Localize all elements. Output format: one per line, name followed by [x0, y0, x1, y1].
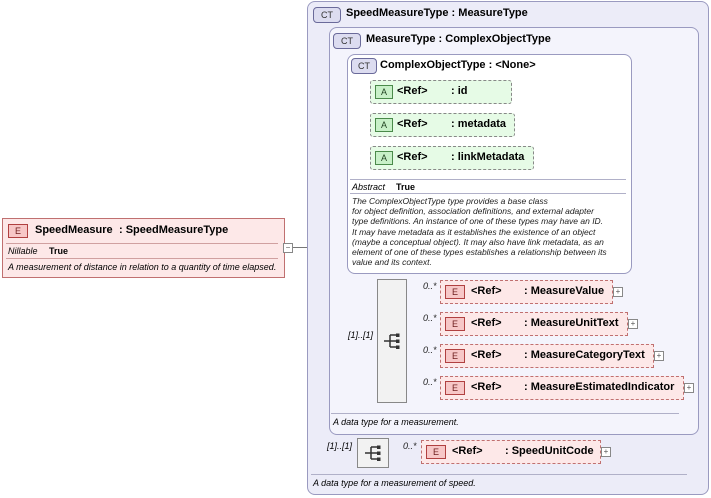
expand-toggle[interactable]: + — [613, 287, 623, 297]
attribute-badge: A — [375, 118, 393, 132]
element-name: : SpeedUnitCode — [505, 445, 594, 457]
root-element-name: SpeedMeasure — [35, 224, 113, 236]
element-cardinality: 0..* — [423, 345, 437, 355]
expand-toggle[interactable]: + — [628, 319, 638, 329]
attribute-badge: A — [375, 85, 393, 99]
abstract-value: True — [396, 182, 416, 192]
description-line: type definitions. An instance of one of … — [352, 216, 604, 227]
attribute-ref: <Ref> — [397, 85, 428, 97]
element-ref: <Ref> — [471, 349, 502, 361]
expand-toggle[interactable]: + — [684, 383, 694, 393]
attribute-name: : metadata — [451, 118, 507, 130]
complex-object-type-title: ComplexObjectType : <None> — [380, 59, 536, 71]
element-name: : MeasureEstimatedIndicator — [524, 381, 675, 393]
description-line: for object definition, association defin… — [352, 206, 594, 217]
sequence-cardinality: [1]..[1] — [348, 330, 374, 340]
complex-type-badge: CT — [351, 58, 377, 74]
measure-type-description: A data type for a measurement. — [333, 417, 459, 427]
complex-type-badge: CT — [333, 33, 361, 49]
element-name: : MeasureValue — [524, 285, 605, 297]
element-speed-unit-code[interactable]: E <Ref> : SpeedUnitCode — [421, 440, 601, 464]
attribute-ref: <Ref> — [397, 151, 428, 163]
nillable-label: Nillable — [8, 246, 38, 256]
element-ref: <Ref> — [471, 381, 502, 393]
description-line: The ComplexObjectType type provides a ba… — [352, 196, 548, 206]
element-badge: E — [445, 317, 465, 331]
divider — [6, 243, 278, 244]
expand-toggle[interactable]: − — [283, 243, 293, 253]
description-line: value and its context. — [352, 257, 432, 268]
element-measure-estimated-indicator[interactable]: E <Ref> : MeasureEstimatedIndicator — [440, 376, 684, 400]
divider — [331, 413, 679, 414]
attribute-metadata[interactable]: A <Ref> : metadata — [370, 113, 515, 137]
element-measure-value[interactable]: E <Ref> : MeasureValue — [440, 280, 613, 304]
sequence-icon — [365, 445, 381, 461]
divider — [311, 474, 687, 475]
element-cardinality: 0..* — [403, 441, 417, 451]
expand-toggle[interactable]: + — [601, 447, 611, 457]
attribute-link-metadata[interactable]: A <Ref> : linkMetadata — [370, 146, 534, 170]
divider — [350, 193, 626, 194]
attribute-badge: A — [375, 151, 393, 165]
element-badge: E — [445, 381, 465, 395]
complex-object-type-description: The ComplexObjectType type provides a ba… — [352, 196, 628, 267]
element-name: : MeasureUnitText — [524, 317, 619, 329]
root-element-type: : SpeedMeasureType — [119, 224, 229, 236]
element-ref: <Ref> — [452, 445, 483, 457]
sequence-compositor[interactable] — [357, 438, 389, 468]
element-measure-unit-text[interactable]: E <Ref> : MeasureUnitText — [440, 312, 628, 336]
element-badge: E — [445, 285, 465, 299]
element-badge: E — [8, 224, 28, 238]
sequence-cardinality: [1]..[1] — [327, 441, 353, 451]
description-line: element of one of these types establishe… — [352, 247, 607, 258]
measure-type-title: MeasureType : ComplexObjectType — [366, 33, 551, 45]
divider — [350, 179, 626, 180]
element-ref: <Ref> — [471, 285, 502, 297]
element-cardinality: 0..* — [423, 377, 437, 387]
connector-root — [292, 247, 316, 248]
description-line: It may have metadata as it establishes t… — [352, 226, 596, 237]
element-badge: E — [426, 445, 446, 459]
divider — [6, 258, 278, 259]
element-ref: <Ref> — [471, 317, 502, 329]
element-cardinality: 0..* — [423, 313, 437, 323]
speed-measure-type-description: A data type for a measurement of speed. — [313, 478, 476, 488]
root-element-box[interactable]: E SpeedMeasure : SpeedMeasureType Nillab… — [2, 218, 285, 278]
description-line: (maybe a conceptual object). It may also… — [352, 236, 604, 247]
element-cardinality: 0..* — [423, 281, 437, 291]
root-element-description: A measurement of distance in relation to… — [8, 262, 277, 272]
attribute-ref: <Ref> — [397, 118, 428, 130]
speed-measure-type-title: SpeedMeasureType : MeasureType — [346, 7, 528, 19]
abstract-label: Abstract — [352, 182, 386, 192]
attribute-name: : id — [451, 85, 468, 97]
nillable-value: True — [49, 246, 69, 256]
sequence-compositor[interactable] — [377, 279, 407, 403]
expand-toggle[interactable]: + — [654, 351, 664, 361]
sequence-icon — [384, 333, 400, 349]
attribute-name: : linkMetadata — [451, 151, 525, 163]
element-badge: E — [445, 349, 465, 363]
element-measure-category-text[interactable]: E <Ref> : MeasureCategoryText — [440, 344, 654, 368]
attribute-id[interactable]: A <Ref> : id — [370, 80, 512, 104]
element-name: : MeasureCategoryText — [524, 349, 645, 361]
complex-type-badge: CT — [313, 7, 341, 23]
